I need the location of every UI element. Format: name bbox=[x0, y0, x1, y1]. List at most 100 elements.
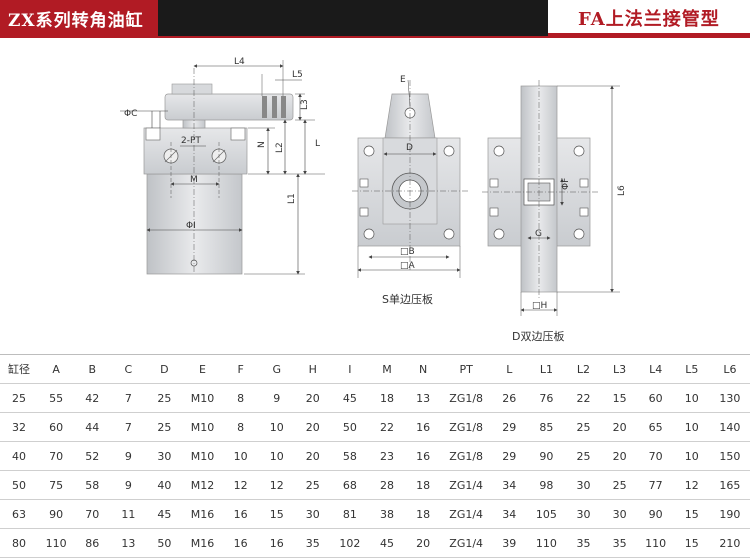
label-L3: L3 bbox=[300, 99, 310, 110]
table-cell: M10 bbox=[182, 412, 223, 442]
label-M: M bbox=[190, 175, 198, 185]
page-header: ZX系列转角油缸 FA上法兰接管型 bbox=[0, 0, 750, 36]
table-cell: ZG1/8 bbox=[441, 412, 492, 442]
table-header-cell: E bbox=[182, 354, 223, 384]
table-cell: 8 bbox=[222, 383, 259, 413]
table-cell: 28 bbox=[368, 470, 406, 500]
drawing-svg: L4 L5 L3 ΦC 2-PT N L2 L M L1 ΦI E D □B □… bbox=[120, 57, 627, 343]
table-cell: 63 bbox=[0, 499, 39, 529]
table-cell: 110 bbox=[38, 528, 75, 558]
table-cell: ZG1/8 bbox=[441, 441, 492, 471]
table-cell: 9 bbox=[258, 383, 295, 413]
s-plate-view bbox=[352, 79, 468, 278]
table-cell: 210 bbox=[709, 528, 750, 558]
table-cell: 25 bbox=[601, 470, 638, 500]
table-cell: 77 bbox=[637, 470, 674, 500]
d-plate-view bbox=[482, 80, 620, 316]
label-L4: L4 bbox=[234, 57, 245, 67]
table-cell: 15 bbox=[601, 383, 638, 413]
table-cell: 8 bbox=[222, 412, 259, 442]
table-cell: 7 bbox=[110, 412, 147, 442]
table-cell: 30 bbox=[565, 499, 602, 529]
table-cell: 38 bbox=[368, 499, 406, 529]
header-divider bbox=[0, 36, 750, 38]
table-cell: 23 bbox=[368, 441, 406, 471]
table-cell: 50 bbox=[146, 528, 183, 558]
caption-s-plate: S单边压板 bbox=[382, 292, 433, 306]
label-H: □H bbox=[532, 301, 547, 311]
label-phi-c: ΦC bbox=[124, 109, 137, 119]
table-cell: 18 bbox=[405, 499, 442, 529]
table-header-cell: M bbox=[368, 354, 406, 384]
table-cell: 60 bbox=[637, 383, 674, 413]
table-cell: 30 bbox=[601, 499, 638, 529]
table-cell: 16 bbox=[405, 441, 442, 471]
table-header-cell: L6 bbox=[709, 354, 750, 384]
table-cell: 20 bbox=[294, 383, 331, 413]
table-cell: 10 bbox=[258, 412, 295, 442]
table-cell: 65 bbox=[637, 412, 674, 442]
table-cell: 140 bbox=[709, 412, 750, 442]
header-right-box: FA上法兰接管型 bbox=[548, 0, 750, 36]
table-header-cell: L2 bbox=[565, 354, 602, 384]
table-cell: 25 bbox=[294, 470, 331, 500]
table-cell: 102 bbox=[330, 528, 369, 558]
table-cell: ZG1/4 bbox=[441, 528, 492, 558]
table-cell: 16 bbox=[405, 412, 442, 442]
table-cell: ZG1/4 bbox=[441, 499, 492, 529]
label-phi-f: ΦF bbox=[561, 178, 571, 190]
table-cell: 25 bbox=[565, 412, 602, 442]
table-cell: 20 bbox=[601, 412, 638, 442]
table-cell: 15 bbox=[258, 499, 295, 529]
table-header-cell: C bbox=[110, 354, 147, 384]
label-N: N bbox=[257, 141, 267, 148]
label-phi-i: ΦI bbox=[186, 221, 196, 231]
table-cell: 150 bbox=[709, 441, 750, 471]
table-cell: 34 bbox=[491, 470, 528, 500]
table-header-cell: L1 bbox=[527, 354, 566, 384]
label-D: D bbox=[406, 143, 413, 153]
table-header-cell: 缸径 bbox=[0, 354, 39, 384]
table-header-cell: L5 bbox=[673, 354, 710, 384]
table-header-cell: I bbox=[330, 354, 369, 384]
table-cell: 44 bbox=[74, 412, 111, 442]
table-cell: 75 bbox=[38, 470, 75, 500]
table-cell: 10 bbox=[258, 441, 295, 471]
table-cell: M10 bbox=[182, 441, 223, 471]
table-cell: 10 bbox=[673, 383, 710, 413]
table-header-cell: A bbox=[38, 354, 75, 384]
table-cell: 105 bbox=[527, 499, 566, 529]
table-header-cell: H bbox=[294, 354, 331, 384]
table-cell: 130 bbox=[709, 383, 750, 413]
caption-d-plate: D双边压板 bbox=[512, 329, 564, 343]
table-cell: M16 bbox=[182, 499, 223, 529]
table-cell: 25 bbox=[146, 383, 183, 413]
table-cell: 26 bbox=[491, 383, 528, 413]
label-E: E bbox=[400, 75, 406, 85]
table-cell: 45 bbox=[146, 499, 183, 529]
table-cell: 22 bbox=[565, 383, 602, 413]
table-header-cell: L3 bbox=[601, 354, 638, 384]
table-cell: 30 bbox=[146, 441, 183, 471]
table-cell: 25 bbox=[565, 441, 602, 471]
table-cell: 9 bbox=[110, 441, 147, 471]
label-L1: L1 bbox=[287, 193, 297, 204]
table-cell: 16 bbox=[222, 528, 259, 558]
table-cell: 20 bbox=[294, 441, 331, 471]
header-dark-bar bbox=[158, 0, 548, 36]
table-cell: 85 bbox=[527, 412, 566, 442]
table-cell: 20 bbox=[601, 441, 638, 471]
table-cell: 190 bbox=[709, 499, 750, 529]
table-cell: 20 bbox=[405, 528, 442, 558]
table-cell: 90 bbox=[527, 441, 566, 471]
table-header-cell: G bbox=[258, 354, 295, 384]
table-cell: 76 bbox=[527, 383, 566, 413]
table-cell: 16 bbox=[258, 528, 295, 558]
table-cell: 12 bbox=[222, 470, 259, 500]
